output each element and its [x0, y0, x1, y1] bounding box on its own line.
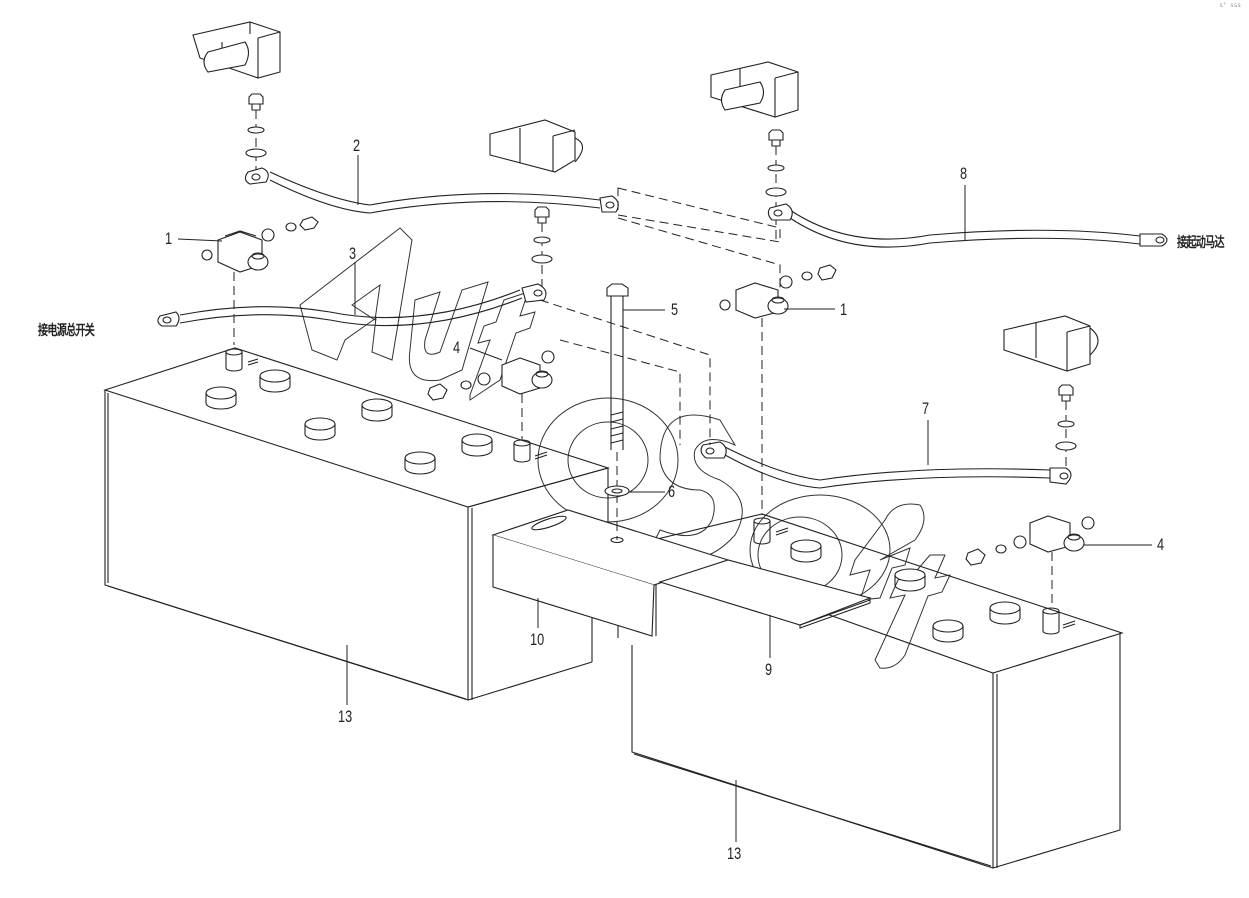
fastener-stacks: [245, 93, 1077, 475]
callout-10: 10: [530, 630, 545, 649]
callout-3: 3: [349, 244, 357, 263]
corner-mark: s° sss: [1219, 2, 1241, 9]
cable-3: [157, 283, 547, 327]
terminal-clamp-1-left: [201, 216, 319, 345]
assembly-dashed-lines: [539, 187, 781, 445]
callout-7: 7: [922, 399, 930, 418]
hold-down-plate: [658, 559, 872, 629]
cable-8: [767, 203, 1168, 248]
cable-7: [700, 441, 1072, 489]
note-to-main-power-switch: 接电源总开关: [38, 323, 95, 339]
battery-left: [103, 347, 610, 701]
terminal-clamp-1-right: [719, 264, 837, 515]
note-to-starter-motor: 接起动马达: [1177, 235, 1225, 251]
callout-6: 6: [668, 482, 676, 501]
callout-5: 5: [671, 300, 679, 319]
terminal-cover-2: [489, 119, 584, 173]
callout-4-left: 4: [453, 338, 461, 357]
callout-1-right: 1: [840, 300, 848, 319]
callout-8: 8: [960, 164, 968, 183]
callout-leaders: [177, 155, 1152, 842]
callout-4-right: 4: [1157, 535, 1165, 554]
battery-right: [630, 513, 1124, 869]
terminal-cover-1: [192, 21, 281, 79]
callout-1-left: 1: [165, 229, 173, 248]
terminal-cover-4: [1003, 315, 1099, 372]
terminal-cover-3: [710, 61, 799, 118]
callout-9: 9: [765, 660, 773, 679]
callout-13-left: 13: [338, 707, 353, 726]
terminal-clamp-4-left: [427, 350, 555, 440]
callout-13-right: 13: [727, 844, 742, 863]
hold-down-bolt: [604, 283, 630, 540]
callout-2: 2: [353, 136, 361, 155]
terminal-clamp-4-right: [965, 515, 1095, 608]
cable-2: [244, 167, 619, 214]
